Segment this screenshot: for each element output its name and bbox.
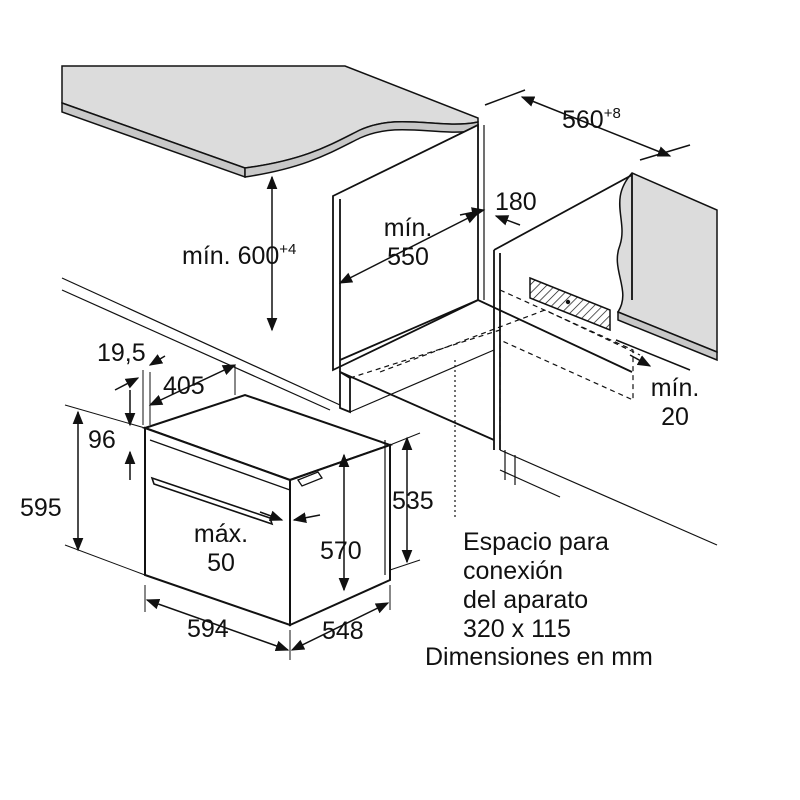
label-max-50: máx. 50 (186, 520, 256, 578)
countertop (61, 65, 479, 179)
label-max-50-line2: 50 (207, 549, 235, 577)
units-note: Dimensiones en mm (425, 643, 653, 671)
label-min-20-line1: mín. (650, 374, 700, 402)
label-548: 548 (322, 617, 364, 645)
label-560-text: 560 (562, 106, 604, 134)
connection-space (529, 276, 611, 332)
label-96: 96 (88, 426, 116, 454)
label-max-50-line1: máx. (193, 520, 249, 548)
label-560-sup: +8 (603, 105, 621, 122)
label-19-5: 19,5 (97, 339, 146, 367)
oven (141, 393, 394, 627)
label-min-550-line2: 550 (387, 243, 429, 271)
hidden-lines (349, 289, 641, 520)
label-min-600: mín. 600+4 (182, 242, 296, 270)
note-line-4: 320 x 115 (463, 615, 571, 643)
note-line-2: conexión (463, 557, 564, 585)
label-180: 180 (495, 188, 537, 216)
label-560: 560+8 (562, 106, 621, 134)
dimension-lines (64, 89, 691, 660)
label-min-600-text: mín. 600 (182, 242, 280, 270)
label-min-550: mín. 550 (378, 214, 438, 272)
note-line-1: Espacio para (463, 528, 609, 556)
label-570: 570 (320, 537, 362, 565)
label-405: 405 (163, 372, 205, 400)
label-595: 595 (20, 494, 62, 522)
connection-space-note: Espacio para conexión del aparato 320 x … (463, 528, 609, 644)
label-min-600-sup: +4 (279, 241, 297, 258)
label-594: 594 (187, 615, 229, 643)
label-min-550-line1: mín. (383, 214, 433, 242)
right-countertop (616, 172, 718, 362)
label-535: 535 (392, 487, 434, 515)
label-min-20: mín. 20 (645, 374, 705, 432)
label-min-20-line2: 20 (661, 403, 689, 431)
note-line-3: del aparato (463, 586, 589, 614)
